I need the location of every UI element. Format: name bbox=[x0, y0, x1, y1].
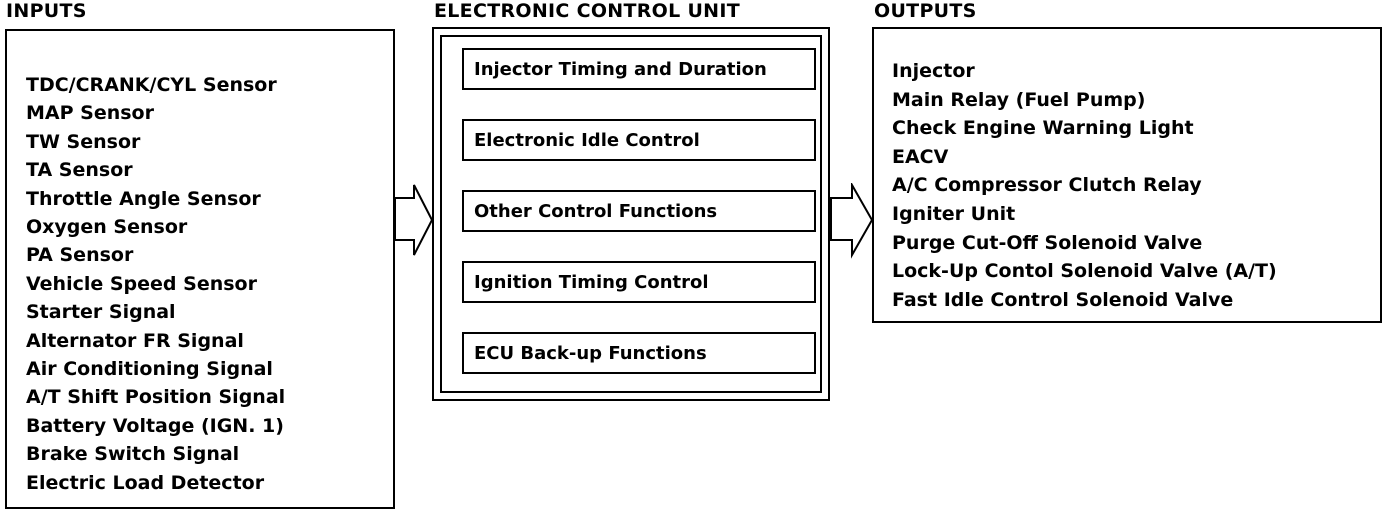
input-item: Starter Signal bbox=[26, 301, 176, 324]
input-item: MAP Sensor bbox=[26, 102, 154, 125]
output-item: Lock-Up Contol Solenoid Valve (A/T) bbox=[892, 260, 1277, 283]
input-item: TA Sensor bbox=[26, 159, 133, 182]
inputs-panel: TDC/CRANK/CYL Sensor MAP Sensor TW Senso… bbox=[5, 29, 395, 509]
output-item: EACV bbox=[892, 145, 949, 168]
input-item: Air Conditioning Signal bbox=[26, 358, 273, 381]
input-item: Alternator FR Signal bbox=[26, 329, 244, 352]
output-item: Fast Idle Control Solenoid Valve bbox=[892, 288, 1234, 311]
input-item: Throttle Angle Sensor bbox=[26, 187, 261, 210]
input-item: TDC/CRANK/CYL Sensor bbox=[26, 74, 277, 96]
ecu-function-box: Ignition Timing Control bbox=[462, 261, 816, 303]
ecu-panel: Injector Timing and Duration Electronic … bbox=[432, 27, 830, 401]
inputs-list: TDC/CRANK/CYL Sensor MAP Sensor TW Senso… bbox=[26, 71, 285, 497]
input-item: Brake Switch Signal bbox=[26, 443, 240, 466]
outputs-list: Injector Main Relay (Fuel Pump) Check En… bbox=[892, 57, 1277, 314]
outputs-panel: Injector Main Relay (Fuel Pump) Check En… bbox=[872, 27, 1382, 323]
ecu-heading: ELECTRONIC CONTROL UNIT bbox=[434, 0, 741, 22]
ecu-function-box: ECU Back-up Functions bbox=[462, 332, 816, 374]
output-item: Injector bbox=[892, 60, 975, 82]
input-item: Vehicle Speed Sensor bbox=[26, 272, 257, 295]
input-item: Electric Load Detector bbox=[26, 471, 265, 494]
ecu-function-box: Electronic Idle Control bbox=[462, 119, 816, 161]
input-item: Oxygen Sensor bbox=[26, 216, 188, 239]
ecu-function-box: Injector Timing and Duration bbox=[462, 48, 816, 90]
outputs-heading: OUTPUTS bbox=[874, 0, 977, 22]
output-item: Main Relay (Fuel Pump) bbox=[892, 88, 1146, 111]
output-item: Igniter Unit bbox=[892, 202, 1016, 225]
output-arrow-icon bbox=[830, 183, 874, 259]
ecu-inner-frame: Injector Timing and Duration Electronic … bbox=[440, 35, 822, 393]
output-item: A/C Compressor Clutch Relay bbox=[892, 174, 1202, 197]
input-item: Battery Voltage (IGN. 1) bbox=[26, 414, 284, 437]
output-item: Check Engine Warning Light bbox=[892, 117, 1194, 140]
input-item: TW Sensor bbox=[26, 130, 141, 153]
input-item: PA Sensor bbox=[26, 244, 134, 267]
output-item: Purge Cut-Off Solenoid Valve bbox=[892, 231, 1203, 254]
input-arrow-icon bbox=[394, 184, 434, 256]
inputs-heading: INPUTS bbox=[6, 0, 87, 22]
input-item: A/T Shift Position Signal bbox=[26, 386, 286, 409]
ecu-function-box: Other Control Functions bbox=[462, 190, 816, 232]
